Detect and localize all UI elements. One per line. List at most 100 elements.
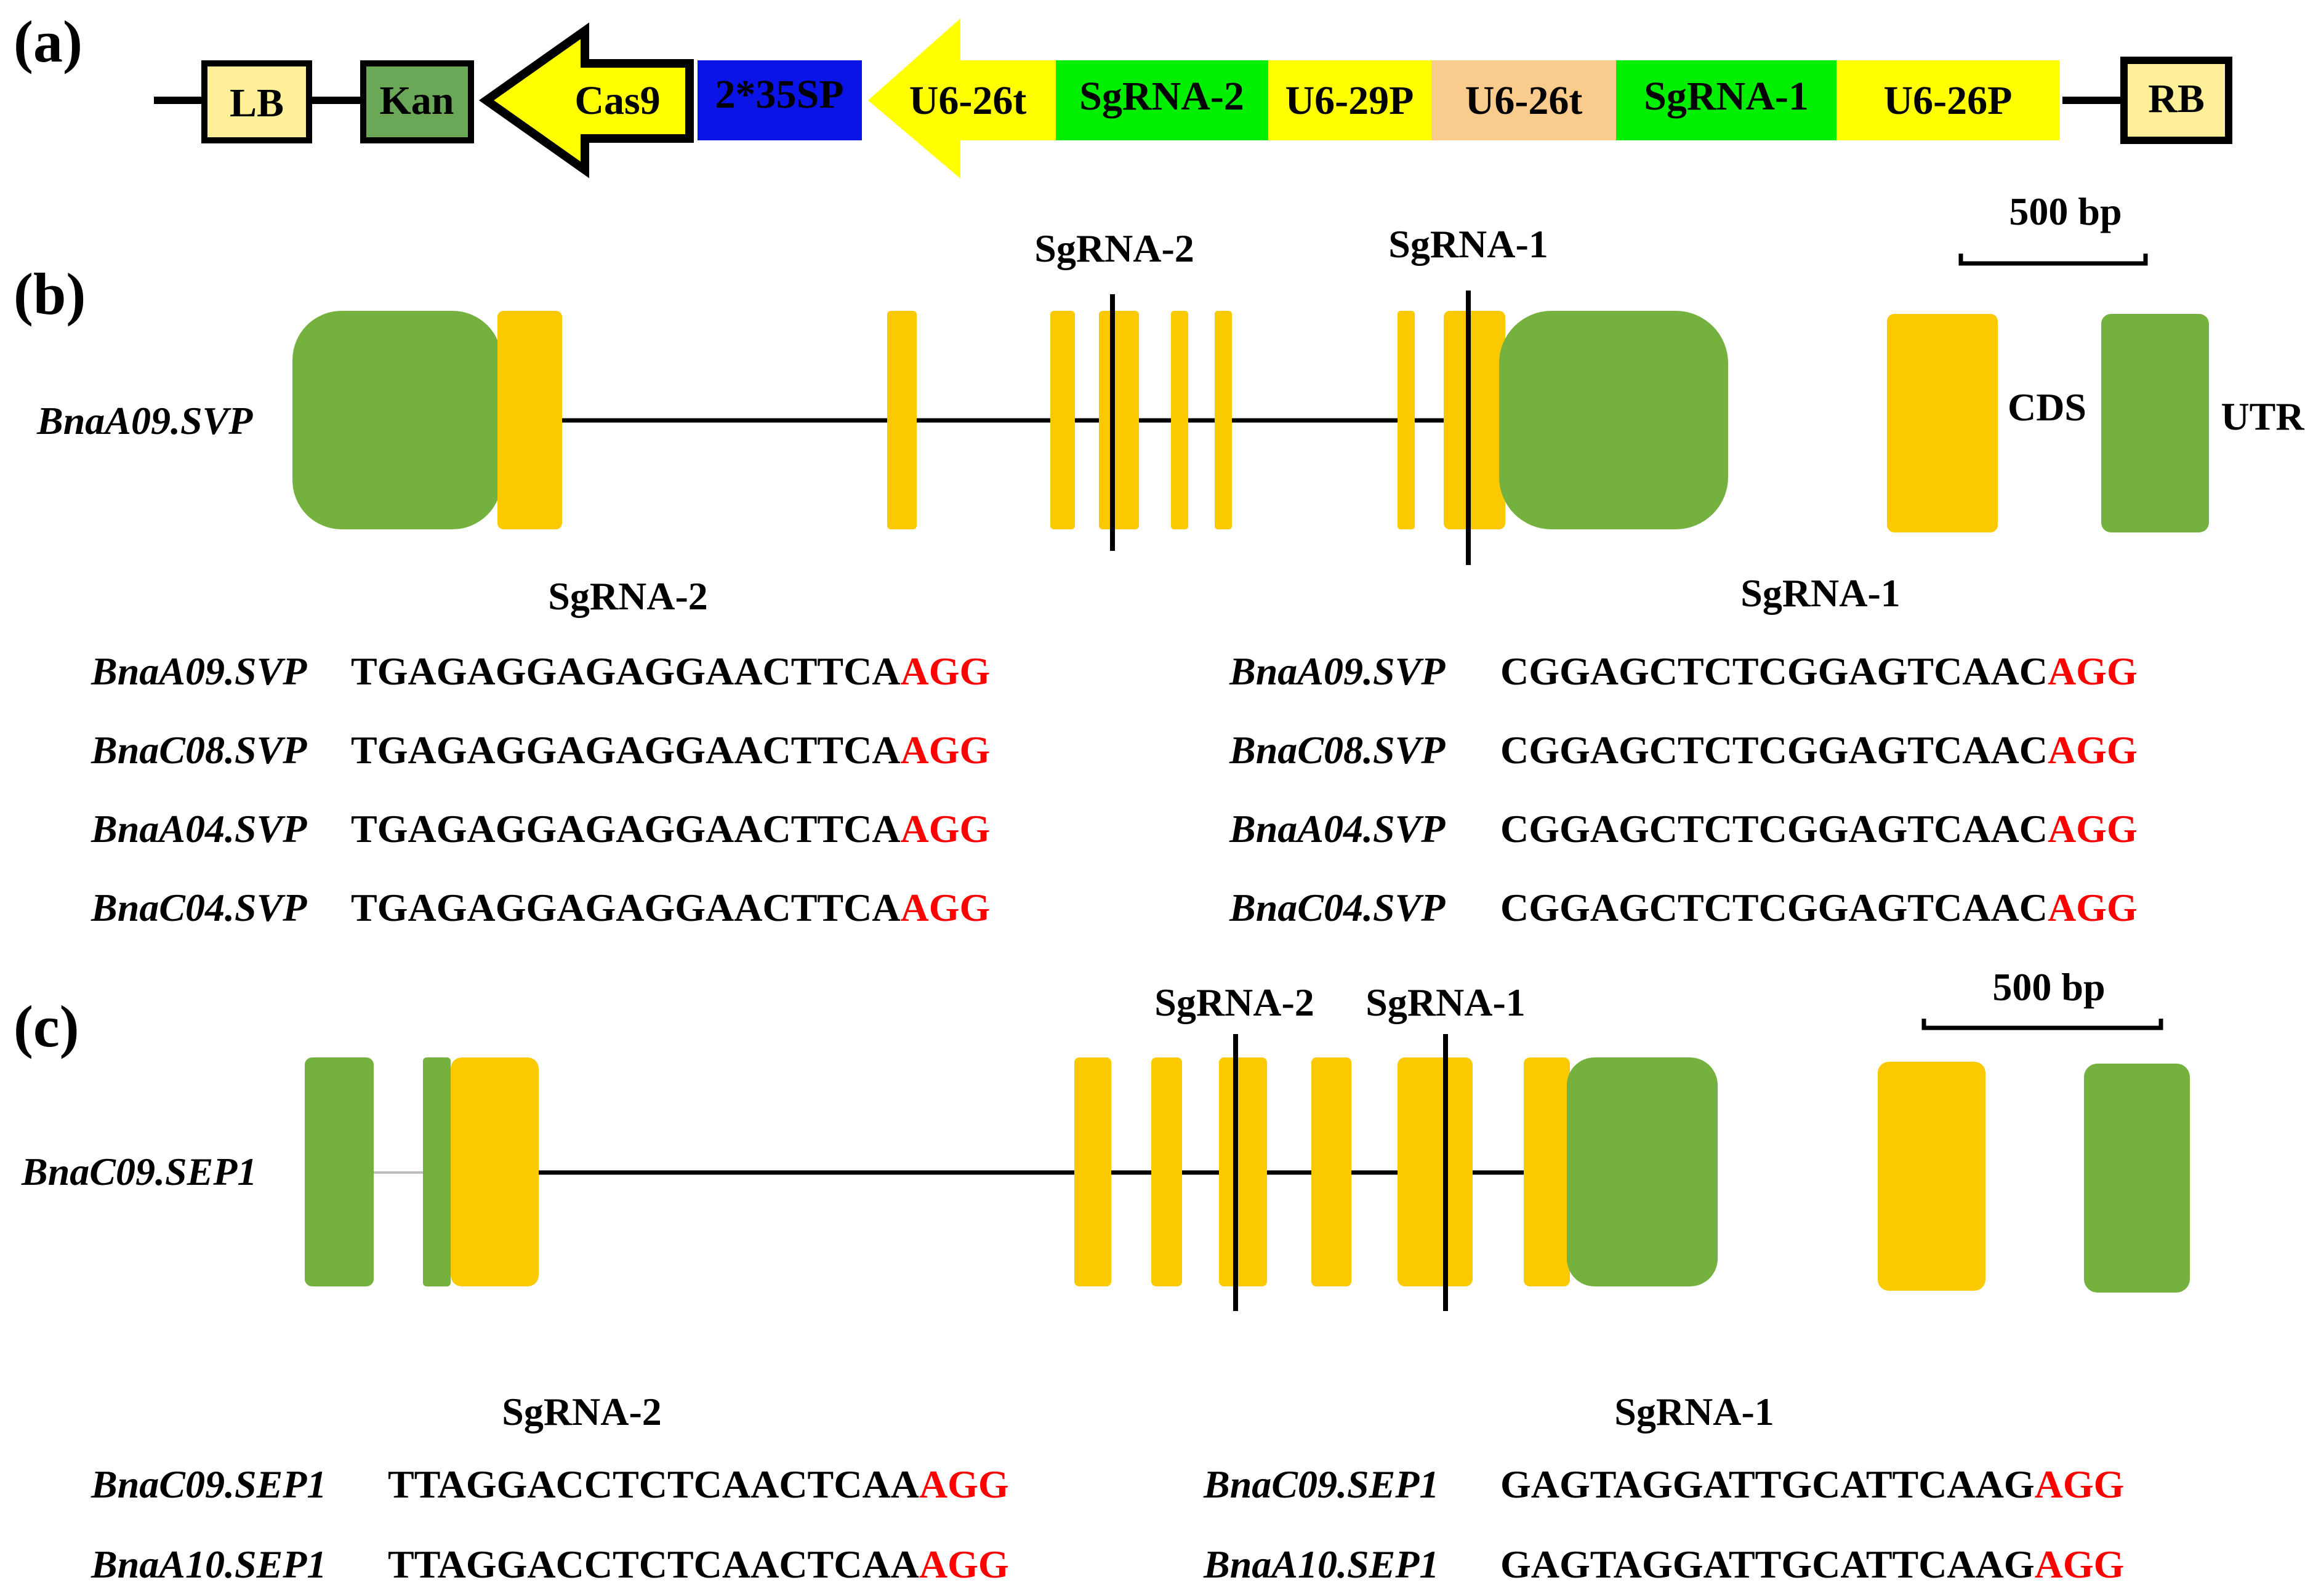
seq-gene-right: BnaA10.SEP1 [1203,1542,1439,1586]
seq-row-b-1: BnaC08.SVP TGAGAGGAGAGGAACTTCAAGG BnaC08… [91,728,2138,772]
pam: AGG [2048,807,2138,851]
protospacer: CGGAGCTCTCGGAGTCAAC [1500,728,2048,772]
seq-header-right-b: SgRNA-1 [1740,571,1901,615]
kan-label: Kan [379,78,454,123]
seq-sgrna1: GAGTAGGATTGCATTCAAGAGG [1500,1462,2124,1506]
seq-gene-right: BnaC04.SVP [1229,886,1446,929]
seq-gene-left: BnaC04.SVP [91,886,307,929]
panel-c-label: (c) [14,993,79,1059]
seq-sgrna2: TGAGAGGAGAGGAACTTCAAGG [351,886,990,929]
scale-label-b: 500 bp [2009,190,2122,233]
exon-c-7 [1524,1057,1570,1286]
sgrna2-box [1056,60,1268,140]
u6-26p-label: U6-26P [1884,78,2013,123]
lb-label: LB [230,81,284,126]
sgrna1-box [1616,60,1836,140]
seq-gene-right: BnaA09.SVP [1229,649,1446,693]
exon-b-7 [1398,311,1415,529]
utr-3-c [1567,1057,1718,1286]
legend-b: CDS UTR [1887,314,2304,532]
seq-gene-left: BnaC08.SVP [91,728,307,772]
seq-gene-left: BnaC09.SEP1 [91,1462,326,1506]
seq-row-b-3: BnaC04.SVP TGAGAGGAGAGGAACTTCAAGG BnaC04… [91,886,2138,929]
seq-sgrna1: GAGTAGGATTGCATTCAAGAGG [1500,1542,2124,1586]
sgrna1-label: SgRNA-1 [1644,74,1809,119]
legend-utr-swatch-c [2084,1064,2190,1293]
exon-b-2 [887,311,917,529]
promoter-35s-box [698,60,862,140]
utr-5b-c [423,1057,451,1286]
pam: AGG [2048,886,2138,929]
seq-row-c-1: BnaA10.SEP1 TTAGGACCTCTCAACTCAAAGG BnaA1… [91,1542,2124,1586]
seq-header-left-b: SgRNA-2 [548,574,708,618]
protospacer: TGAGAGGAGAGGAACTTCA [351,649,901,693]
seq-gene-right: BnaC09.SEP1 [1203,1462,1439,1506]
utr-5a-c [305,1057,374,1286]
seq-gene-left: BnaA10.SEP1 [91,1542,326,1586]
seq-header-right-c: SgRNA-1 [1614,1390,1774,1434]
cas9-arrow [478,22,694,178]
exon-c-2 [1074,1057,1111,1286]
legend-cds-label: CDS [2008,385,2086,429]
u6-29p-box [1268,60,1431,140]
exon-c-3 [1151,1057,1182,1286]
legend-utr-swatch [2101,314,2209,532]
pam: AGG [901,807,991,851]
protospacer: GAGTAGGATTGCATTCAAG [1500,1462,2035,1506]
seq-gene-right: BnaC08.SVP [1229,728,1446,772]
seq-gene-right: BnaA04.SVP [1229,807,1446,851]
u6-26t-arrow-label: U6-26t [909,78,1027,123]
seq-row-c-0: BnaC09.SEP1 TTAGGACCTCTCAACTCAAAGG BnaC0… [91,1462,2124,1506]
pam: AGG [2048,728,2138,772]
seq-sgrna1: CGGAGCTCTCGGAGTCAACAGG [1500,886,2138,929]
protospacer: TGAGAGGAGAGGAACTTCA [351,886,901,929]
pam: AGG [2048,649,2138,693]
pam: AGG [901,886,991,929]
construct-diagram: LB Kan Cas9 2*35SP U6-26t SgRNA-2 U6-29P… [154,18,2232,178]
exon-c-4 [1219,1057,1267,1286]
exon-c-1 [451,1057,539,1286]
panel-b-label: (b) [14,261,86,327]
sgrna2-label: SgRNA-2 [1079,74,1244,119]
exon-c-5 [1311,1057,1351,1286]
exon-b-5 [1171,311,1188,529]
seq-row-b-0: BnaA09.SVP TGAGAGGAGAGGAACTTCAAGG BnaA09… [91,649,2138,693]
sgrna2-target-label-b: SgRNA-2 [1034,227,1194,270]
protospacer: TTAGGACCTCTCAACTCAA [388,1542,919,1586]
u6-26t-arrow [868,18,1056,178]
exon-b-6 [1215,311,1232,529]
pam: AGG [901,728,991,772]
seq-sgrna2: TGAGAGGAGAGGAACTTCAAGG [351,649,990,693]
protospacer: CGGAGCTCTCGGAGTCAAC [1500,807,2048,851]
protospacer: CGGAGCTCTCGGAGTCAAC [1500,649,2048,693]
gene-name-b: BnaA09.SVP [36,399,253,443]
seq-sgrna1: CGGAGCTCTCGGAGTCAACAGG [1500,728,2138,772]
exon-b-1 [497,311,562,529]
seq-sgrna2: TGAGAGGAGAGGAACTTCAAGG [351,728,990,772]
u6-29p-label: U6-29P [1285,78,1414,123]
seq-row-b-2: BnaA04.SVP TGAGAGGAGAGGAACTTCAAGG BnaA04… [91,807,2138,851]
seq-gene-left: BnaA09.SVP [91,649,307,693]
exon-b-3 [1050,311,1075,529]
pam: AGG [919,1542,1009,1586]
gene-model-c [305,1034,1718,1311]
exon-c-6 [1398,1057,1473,1286]
exon-b-8 [1444,311,1505,529]
seq-sgrna1: CGGAGCTCTCGGAGTCAACAGG [1500,649,2138,693]
u6-26t-box-label: U6-26t [1465,78,1583,123]
u6-26p-box [1836,60,2059,140]
protospacer: TGAGAGGAGAGGAACTTCA [351,728,901,772]
utr-3-b [1499,311,1728,529]
promoter-35s-label: 2*35SP [715,72,843,117]
pam: AGG [2035,1542,2125,1586]
legend-c [1878,1062,2190,1293]
exon-b-4 [1099,311,1139,529]
seq-sgrna2: TGAGAGGAGAGGAACTTCAAGG [351,807,990,851]
panel-a-label: (a) [14,9,82,74]
u6-26t-box [1431,60,1616,140]
cas9-label: Cas9 [574,78,660,123]
sgrna1-target-label-c: SgRNA-1 [1366,980,1526,1024]
protospacer: CGGAGCTCTCGGAGTCAAC [1500,886,2048,929]
lb-box [201,60,312,143]
